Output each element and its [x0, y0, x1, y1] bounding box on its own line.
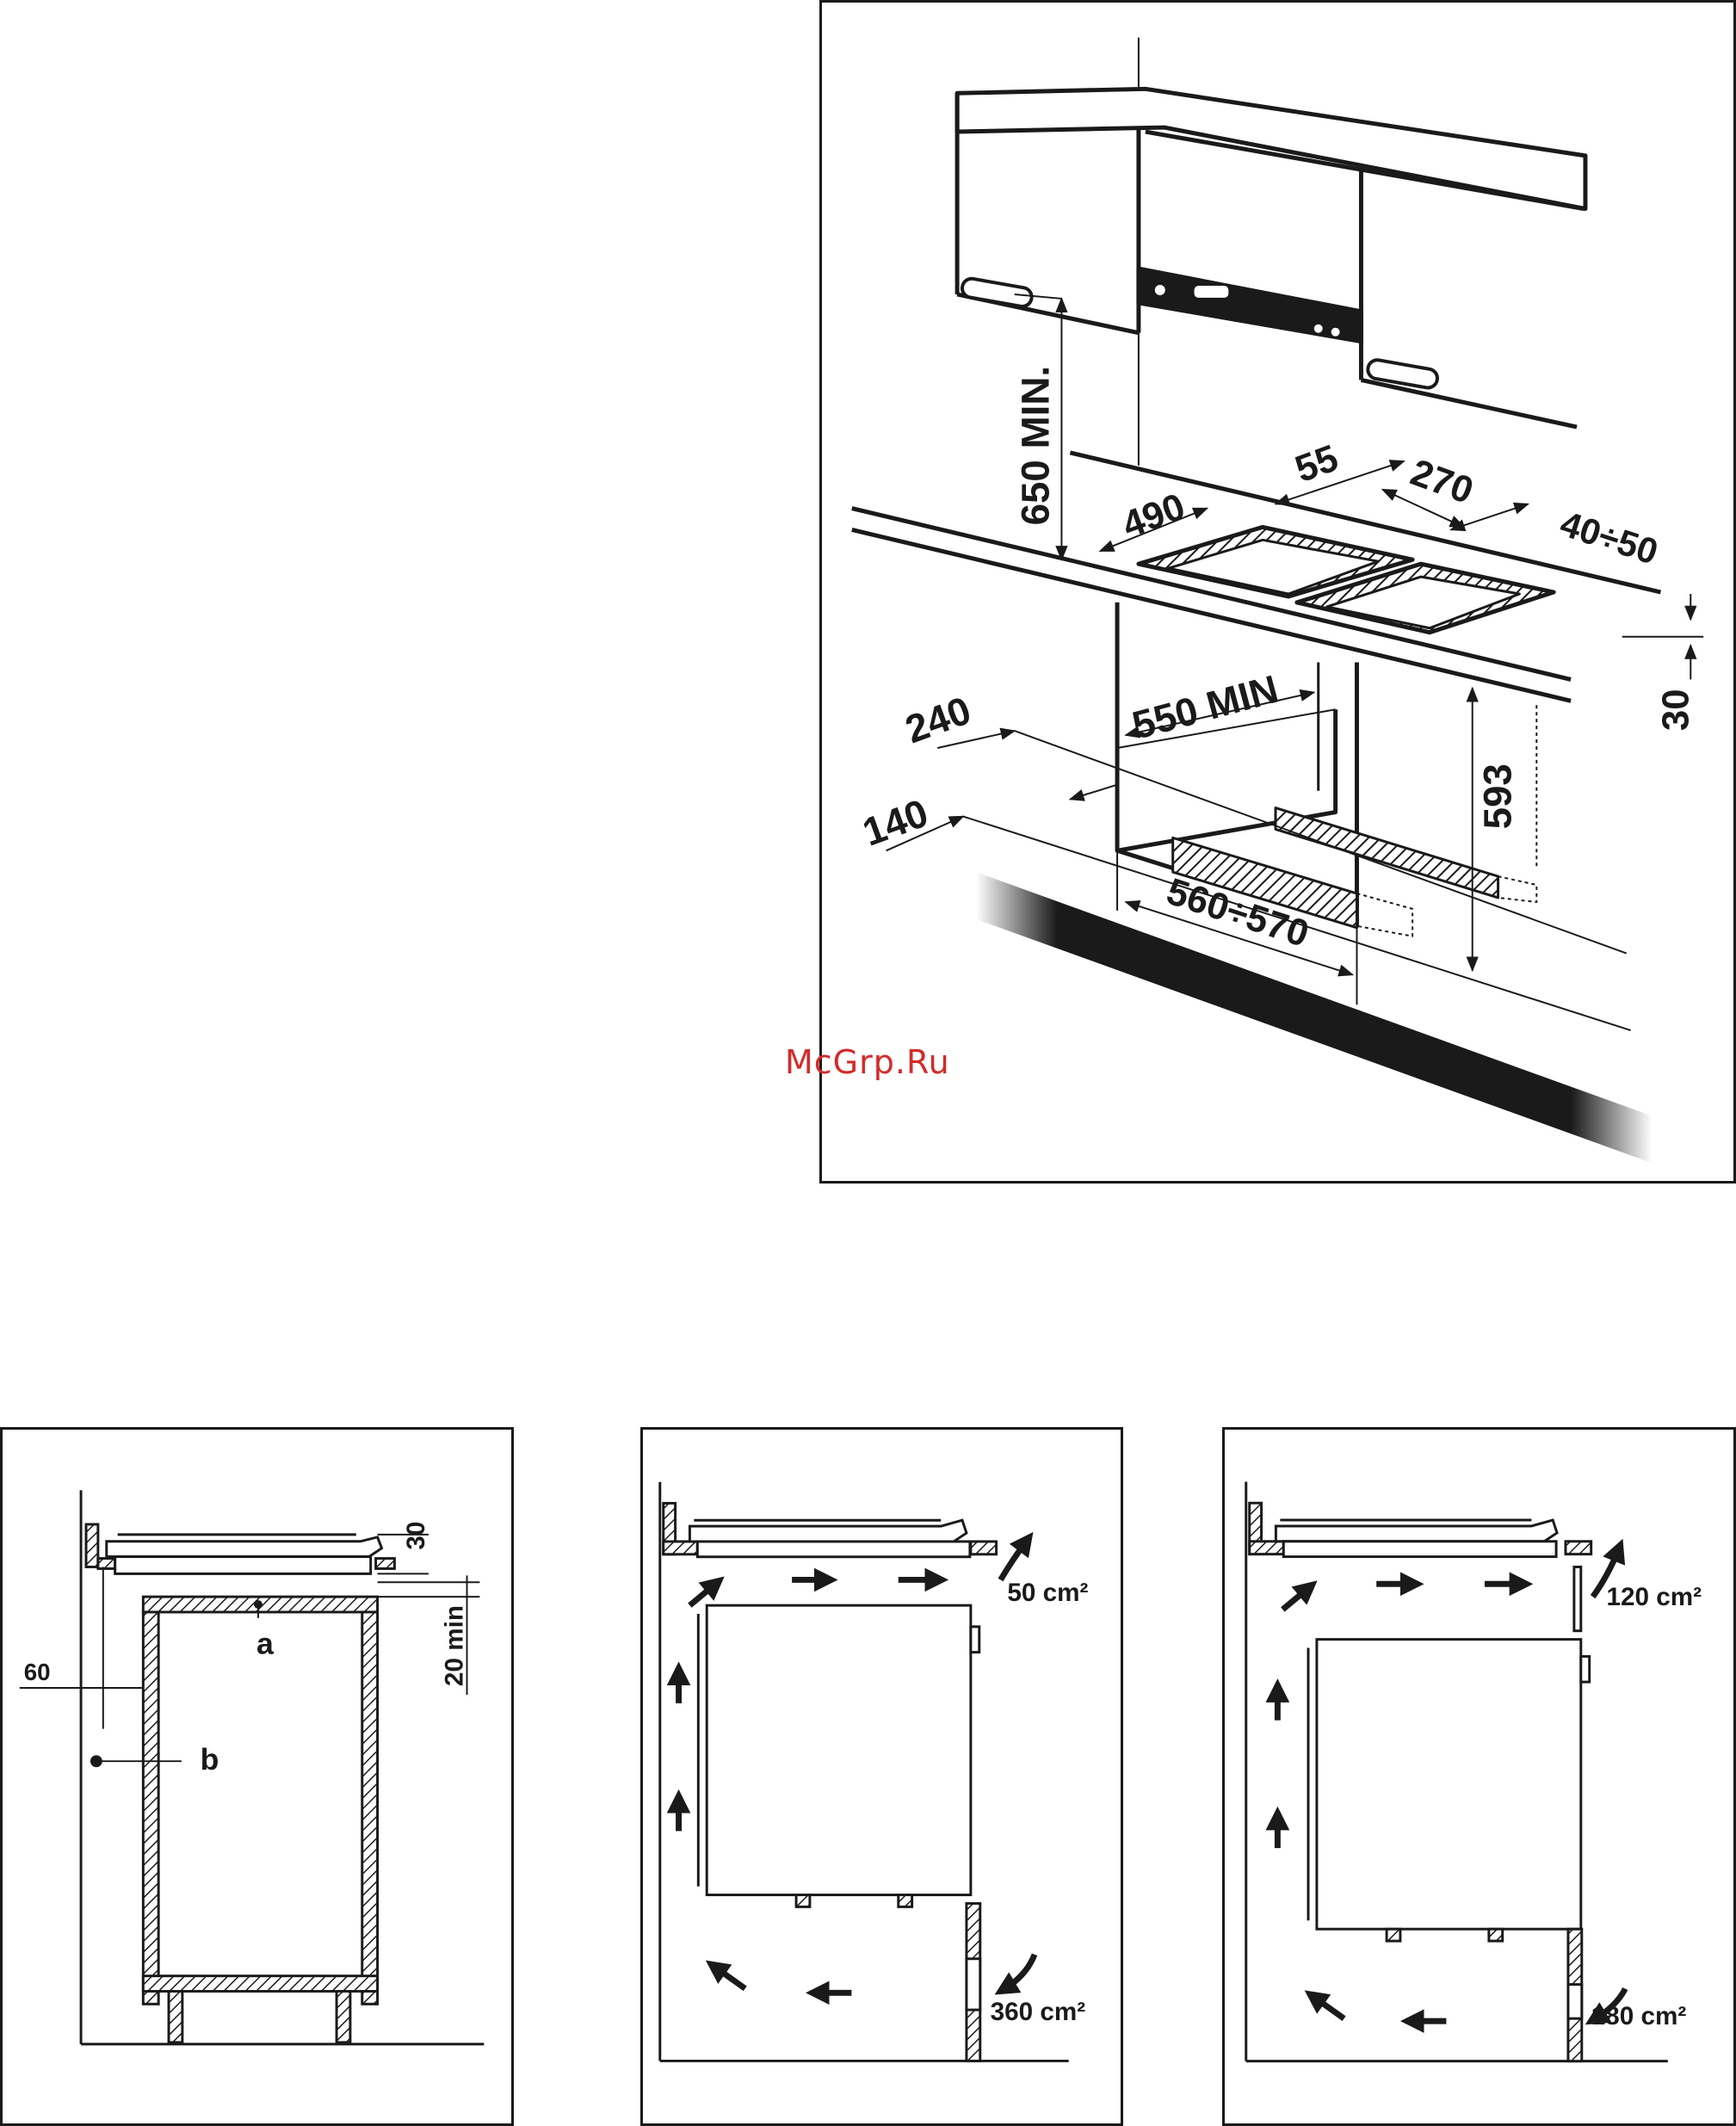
section-diagram-panel: 30 20 min 60 a b	[0, 1427, 514, 2126]
vent1-top-area: 50 cm²	[1007, 1579, 1088, 1607]
vent2-bottom-area: 180 cm²	[1591, 2002, 1687, 2030]
ventilation-diagram-2-panel: 120 cm² 180 cm²	[1222, 1427, 1736, 2126]
dim-593: 593	[1475, 763, 1519, 829]
dim-55: 55	[1290, 436, 1344, 491]
label-a: a	[256, 1626, 275, 1660]
ventilation-drawing-1: 50 cm² 360 cm²	[643, 1430, 1121, 2123]
watermark: McGrp.Ru	[785, 1043, 950, 1081]
section-drawing: 30 20 min 60 a b	[3, 1430, 511, 2123]
installation-diagram-panel: 650 MIN. 490 55 270 40÷50 30 550 MIN 240…	[819, 0, 1736, 1184]
dim-hood-height: 650 MIN.	[1014, 366, 1058, 526]
dim-60: 60	[24, 1659, 51, 1685]
dim-490: 490	[1117, 485, 1190, 547]
ventilation-diagram-1-panel: 50 cm² 360 cm²	[640, 1427, 1123, 2126]
vent1-bottom-area: 360 cm²	[991, 1998, 1086, 2026]
installation-drawing: 650 MIN. 490 55 270 40÷50 30 550 MIN 240…	[822, 3, 1733, 1181]
vent2-top-area: 120 cm²	[1606, 1583, 1702, 1611]
label-b: b	[201, 1742, 219, 1777]
dim-550-min: 550 MIN	[1127, 667, 1282, 748]
dim-40-50: 40÷50	[1555, 503, 1663, 572]
ventilation-drawing-2: 120 cm² 180 cm²	[1225, 1430, 1733, 2123]
dim-20-min: 20 min	[441, 1605, 469, 1686]
dim-270: 270	[1405, 451, 1479, 512]
dim-30: 30	[402, 1522, 430, 1550]
dim-30-thickness: 30	[1654, 689, 1696, 731]
dim-140: 140	[857, 791, 934, 855]
